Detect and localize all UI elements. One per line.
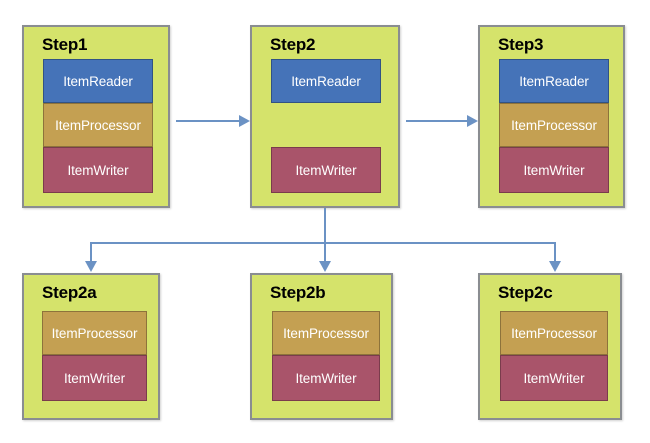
step-box-step2[interactable]: Step2 ItemReader ItemWriter [250,25,400,208]
component-item-writer-step2a[interactable]: ItemWriter [42,355,147,401]
connector-line-horizontal-bus [90,242,556,244]
step-box-step2b[interactable]: Step2b ItemProcessor ItemWriter [250,273,393,420]
component-item-processor-step2b[interactable]: ItemProcessor [272,311,380,355]
component-item-processor-step3[interactable]: ItemProcessor [499,103,609,147]
connector-line [90,242,92,265]
step-box-step2c[interactable]: Step2c ItemProcessor ItemWriter [478,273,622,420]
step-title-step2a: Step2a [42,283,97,302]
arrow-head-icon [319,261,331,272]
step-title-step2b: Step2b [270,283,326,302]
step-title-step2c: Step2c [498,283,553,302]
arrow-head-icon [549,261,561,272]
component-item-writer-step2c[interactable]: ItemWriter [500,355,608,401]
step-box-step1[interactable]: Step1 ItemReader ItemProcessor ItemWrite… [22,25,170,208]
connector-line [176,120,240,122]
component-item-writer-step1[interactable]: ItemWriter [43,147,153,193]
step-title-step2: Step2 [270,35,316,54]
component-item-reader-step3[interactable]: ItemReader [499,59,609,103]
connector-line [554,242,556,265]
component-item-writer-step2b[interactable]: ItemWriter [272,355,380,401]
connector-line-vertical-trunk [324,208,326,244]
connector-line [324,242,326,265]
component-item-writer-step3[interactable]: ItemWriter [499,147,609,193]
component-item-processor-step1[interactable]: ItemProcessor [43,103,153,147]
component-item-reader-step1[interactable]: ItemReader [43,59,153,103]
step-title-step3: Step3 [498,35,544,54]
step-box-step3[interactable]: Step3 ItemReader ItemProcessor ItemWrite… [478,25,625,208]
step-title-step1: Step1 [42,35,88,54]
step-box-step2a[interactable]: Step2a ItemProcessor ItemWriter [22,273,160,420]
component-item-processor-step2c[interactable]: ItemProcessor [500,311,608,355]
arrow-head-icon [239,115,250,127]
arrow-head-icon [85,261,97,272]
component-item-processor-step2a[interactable]: ItemProcessor [42,311,147,355]
component-item-writer-step2[interactable]: ItemWriter [271,147,381,193]
connector-line [406,120,468,122]
arrow-head-icon [467,115,478,127]
component-item-reader-step2[interactable]: ItemReader [271,59,381,103]
